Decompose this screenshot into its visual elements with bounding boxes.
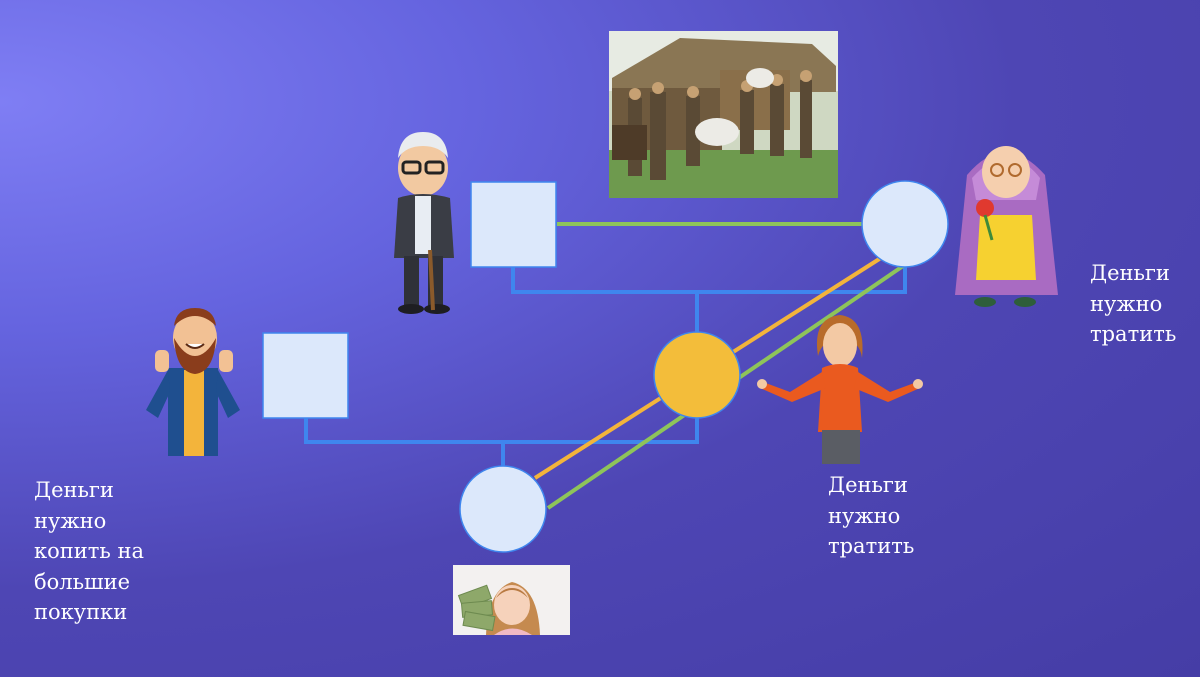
male-node-father bbox=[262, 332, 349, 419]
village-painting-icon bbox=[609, 31, 838, 198]
grandfather-icon bbox=[394, 132, 454, 314]
woman-icon bbox=[757, 315, 923, 464]
female-node-mother bbox=[653, 331, 741, 419]
parents-link-couple bbox=[304, 418, 699, 444]
male-node-grandfather bbox=[470, 181, 557, 268]
middle-person-money-label: Деньги нужно тратить bbox=[828, 473, 915, 558]
right-person-money-label: Деньги нужно тратить bbox=[1090, 261, 1177, 346]
female-node-grandmother bbox=[861, 180, 949, 268]
grandmother-icon bbox=[955, 146, 1058, 307]
female-node-child bbox=[459, 465, 547, 553]
left-person-money-label: Деньги нужно копить на большие покупки bbox=[34, 478, 145, 624]
family-lines bbox=[304, 222, 908, 510]
girl-with-money-icon bbox=[453, 565, 570, 635]
parents-link-grandparents bbox=[511, 267, 907, 294]
bearded-man-icon bbox=[146, 308, 240, 456]
